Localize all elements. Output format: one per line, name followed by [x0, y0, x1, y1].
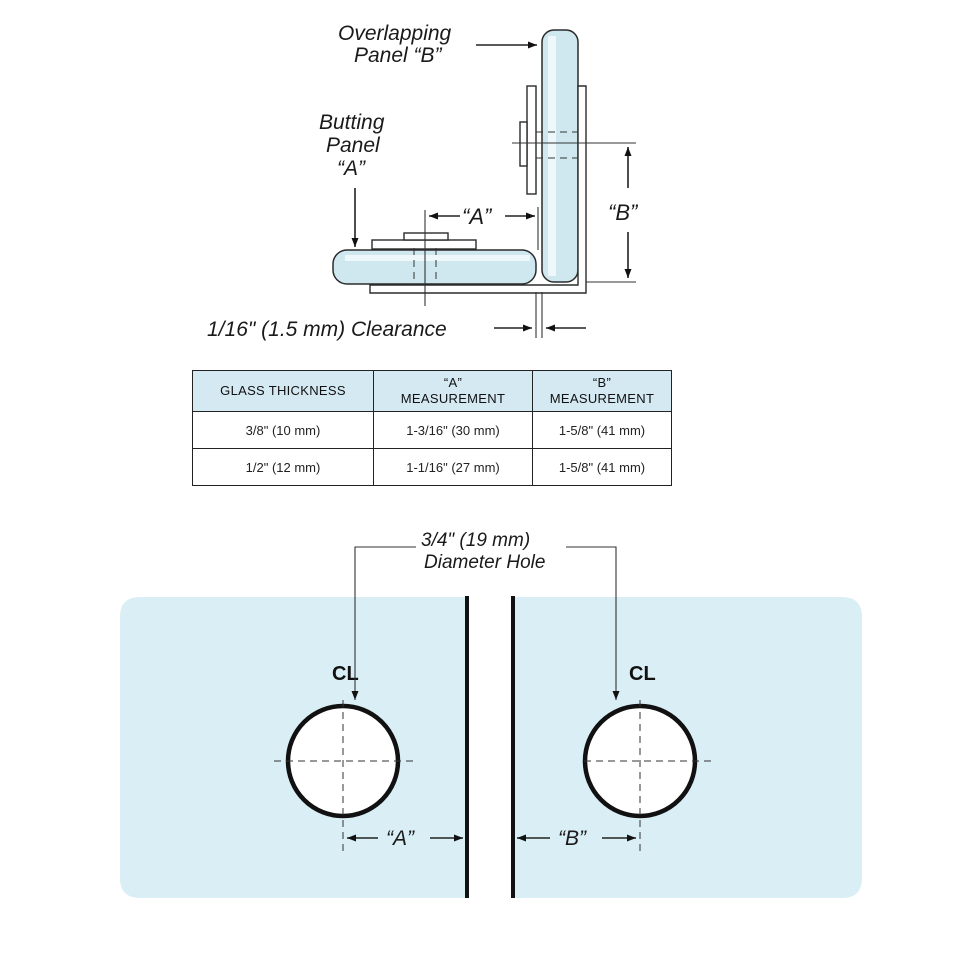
clearance-label: 1/16" (1.5 mm) Clearance: [207, 318, 447, 341]
hole-label-line1: 3/4" (19 mm): [421, 530, 530, 551]
table-cell: 1-3/16" (30 mm): [373, 411, 533, 449]
table-cell: 1-5/8" (41 mm): [532, 448, 672, 486]
header-b-measurement: “B” MEASUREMENT: [532, 370, 672, 412]
table-cell: 1-5/8" (41 mm): [532, 411, 672, 449]
table-cell: 1/2" (12 mm): [192, 448, 374, 486]
clamp-top-plate: [371, 239, 477, 250]
table-cell: 3/8" (10 mm): [192, 411, 374, 449]
overlapping-panel-b: [541, 29, 579, 283]
table-header-row: GLASS THICKNESS “A” MEASUREMENT “B” MEAS…: [192, 370, 672, 412]
hole-label-line2: Diameter Hole: [424, 552, 545, 573]
clamp-bracket: [369, 85, 587, 294]
overlapping-label-line2: Panel “B”: [354, 44, 443, 67]
clamp-outer-plate: [526, 85, 537, 195]
cross-section-view: “B” “A” Overlapping Panel “B” Butting Pa…: [207, 22, 639, 341]
overlapping-label-line1: Overlapping: [338, 22, 452, 45]
butting-label-line1: Butting: [319, 111, 385, 134]
dim-a-label: “A”: [462, 204, 493, 229]
header-glass-thickness: GLASS THICKNESS: [192, 370, 374, 412]
bottom-dim-b-label: “B”: [558, 827, 587, 850]
header-a-measurement: “A” MEASUREMENT: [373, 370, 533, 412]
table-cell: 1-1/16" (27 mm): [373, 448, 533, 486]
butting-label-line2: Panel: [326, 134, 381, 157]
bottom-dim-a-label: “A”: [386, 827, 415, 850]
elevation-view: CL CL 3/4" (19 mm) Diameter Hole “A” “B”: [120, 530, 862, 898]
dim-b-label: “B”: [608, 200, 639, 225]
left-centerline-symbol: CL: [332, 663, 359, 685]
right-centerline-symbol: CL: [629, 663, 656, 685]
butting-label-line3: “A”: [337, 157, 366, 180]
measurement-table: GLASS THICKNESS “A” MEASUREMENT “B” MEAS…: [192, 370, 672, 486]
table-row: 1/2" (12 mm) 1-1/16" (27 mm) 1-5/8" (41 …: [192, 448, 672, 486]
table-row: 3/8" (10 mm) 1-3/16" (30 mm) 1-5/8" (41 …: [192, 411, 672, 449]
